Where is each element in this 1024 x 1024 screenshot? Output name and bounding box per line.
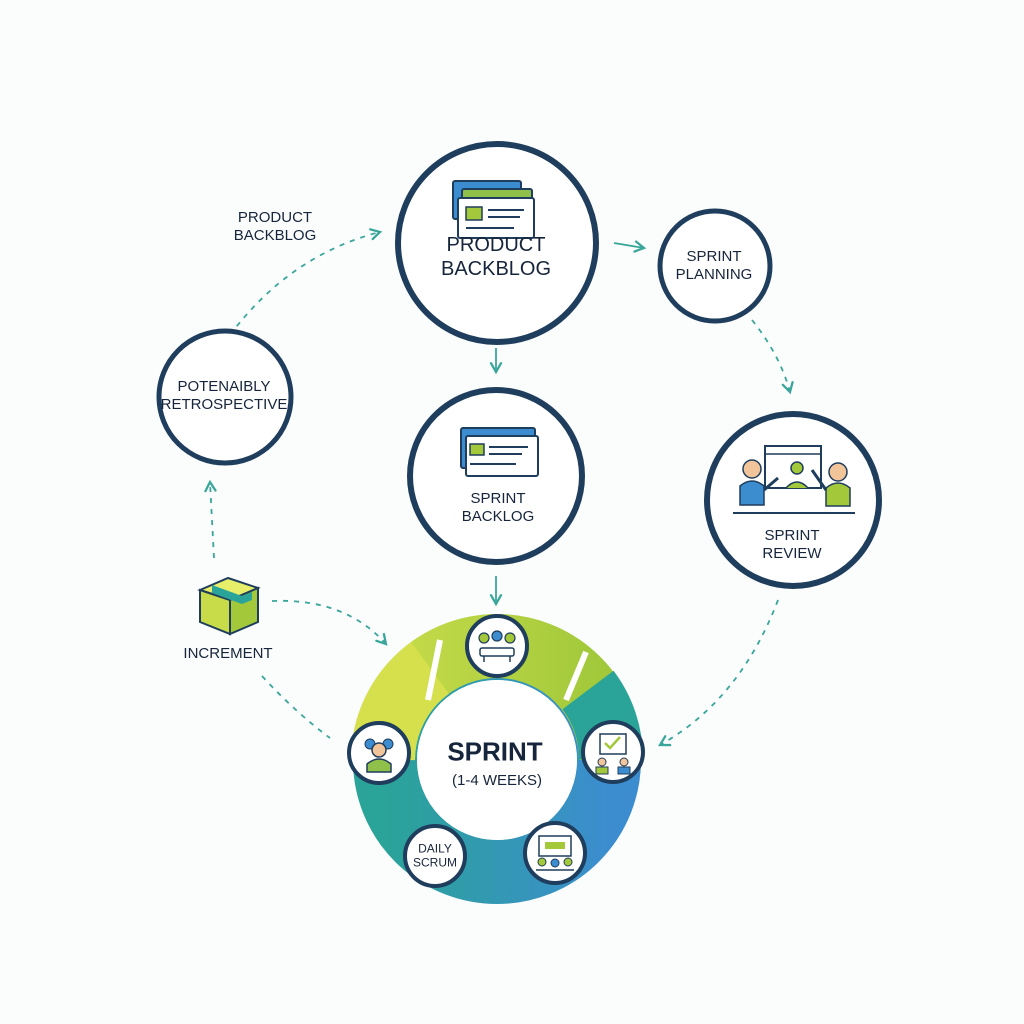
- sprint-backlog-cards-icon: [460, 427, 539, 477]
- daily-scrum-label: DAILY SCRUM: [413, 842, 457, 871]
- sprint-planning-label: SPRINT PLANNING: [676, 248, 753, 284]
- arrow-retro-to-backlog: [229, 228, 383, 336]
- product-backlog-label-line2: BACKBLOG: [440, 258, 552, 280]
- sprint-title: SPRINT: [447, 736, 542, 767]
- sprint-title-text: SPRINT: [447, 736, 543, 767]
- daily-scrum-label-line2: SCRUM: [413, 856, 457, 870]
- sprint-review-node: [704, 411, 882, 589]
- arrow-increment-dash: [261, 675, 331, 739]
- product-backlog-label-line1: PRODUCT: [446, 234, 546, 256]
- sprint-review-label-line2: REVIEW: [762, 545, 822, 562]
- sprint-review-label: SPRINT REVIEW: [762, 527, 821, 563]
- sprint-backlog-label-line1: SPRINT: [470, 490, 526, 507]
- sprint-duration-text: (1-4 WEEKS): [451, 772, 543, 789]
- sprint-backlog-label: SPRINT BACKLOG: [462, 490, 535, 526]
- retrospective-node: [156, 328, 294, 466]
- screen-meeting-icon: [523, 821, 587, 885]
- sprint-planning-label-line1: SPRINT: [686, 248, 742, 265]
- arrow-increment-to-sprint: [271, 599, 388, 646]
- sprint-duration: (1-4 WEEKS): [452, 772, 542, 790]
- daily-scrum-badge: [403, 824, 467, 888]
- team-member-icon: [347, 721, 411, 785]
- product-backlog-node: [395, 141, 599, 345]
- connector-arrows: [204, 228, 794, 747]
- team-meeting-icon: [465, 614, 529, 678]
- product-backlog-annotation-line1: PRODUCT: [237, 209, 313, 226]
- arrow-planning-to-review: [751, 319, 794, 395]
- presentation-team-icon: [733, 445, 855, 514]
- product-backlog-annotation-line2: BACKBLOG: [233, 227, 317, 244]
- arrow-review-to-sprint: [658, 599, 779, 747]
- checklist-board-icon: [581, 720, 645, 784]
- sprint-planning-label-line2: PLANNING: [675, 266, 753, 283]
- arrow-backlog-to-planning: [613, 240, 647, 253]
- product-backlog-annotation: PRODUCT BACKBLOG: [234, 209, 317, 245]
- sprint-planning-node: [657, 208, 773, 324]
- product-backlog-label: PRODUCT BACKBLOG: [441, 233, 551, 281]
- retrospective-label-line1: POTENAIBLY: [177, 378, 271, 395]
- daily-scrum-label-line1: DAILY: [418, 841, 452, 856]
- package-box-icon: [197, 576, 261, 636]
- sprint-backlog-node: [407, 387, 585, 565]
- increment-label: INCREMENT: [183, 645, 272, 663]
- increment-label-text: INCREMENT: [183, 645, 273, 662]
- retrospective-label: POTENAIBLY RETROSPECTIVE: [161, 378, 288, 414]
- retrospective-label-line2: RETROSPECTIVE: [160, 396, 288, 413]
- sprint-backlog-label-line2: BACKLOG: [461, 508, 535, 525]
- arrow-increment-to-retro: [204, 479, 217, 559]
- sprint-review-label-line1: SPRINT: [764, 527, 820, 544]
- backlog-cards-icon: [452, 180, 535, 239]
